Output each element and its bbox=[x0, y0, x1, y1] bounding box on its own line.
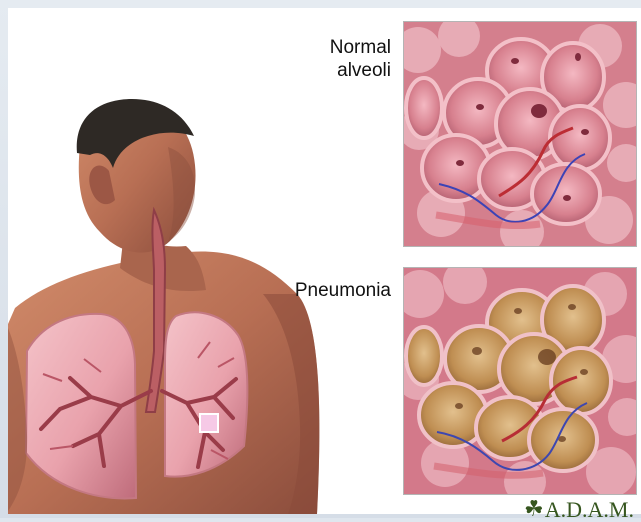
illustration-canvas: Normal alveoli Pneumonia bbox=[8, 8, 641, 514]
pneumonia-alveoli-illustration bbox=[404, 268, 636, 494]
logo-text: A.D.A.M. bbox=[545, 497, 634, 522]
normal-alveoli-inset bbox=[403, 21, 637, 247]
leaf-icon: ☘ bbox=[524, 496, 544, 521]
right-lung bbox=[165, 312, 247, 476]
pneumonia-label: Pneumonia bbox=[254, 279, 391, 302]
pneumonia-inset bbox=[403, 267, 637, 495]
normal-alveoli-illustration bbox=[404, 22, 636, 246]
normal-alveoli-label: Normal alveoli bbox=[280, 36, 391, 82]
highlight-square bbox=[200, 414, 218, 432]
adam-logo: ☘A.D.A.M. bbox=[524, 497, 641, 522]
